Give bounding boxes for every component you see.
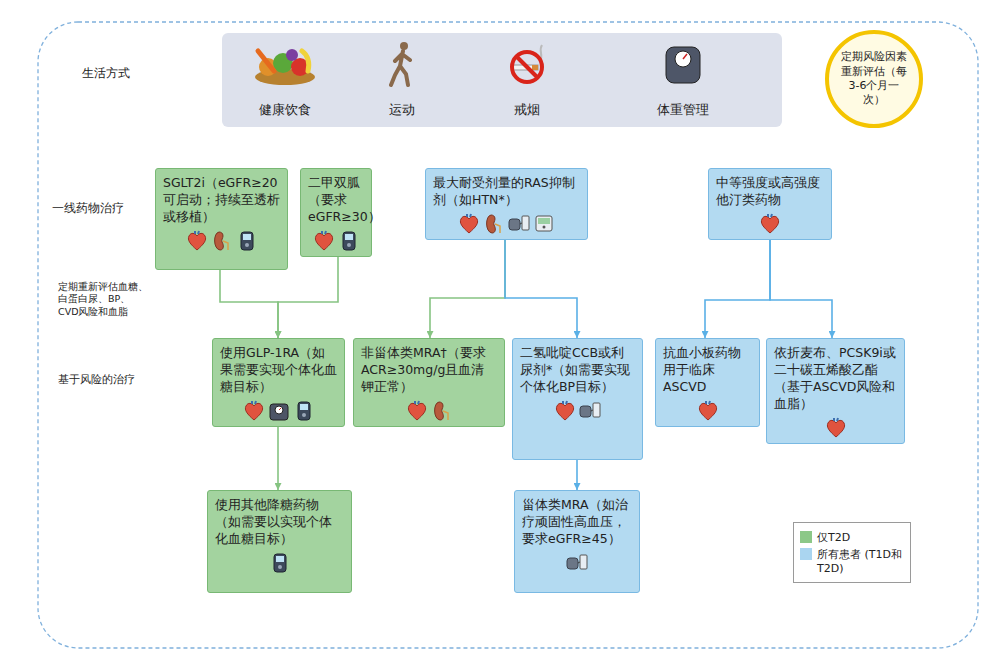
treatment-box: 二氢吡啶CCB或利尿剂*（如需要实现个体化BP目标） <box>512 338 643 460</box>
icon-row <box>220 400 337 422</box>
legend-text: 仅T2D <box>817 530 850 545</box>
icon-row <box>308 230 364 252</box>
reassessment-circle: 定期风险因素重新评估（每3-6个月一次） <box>825 30 923 128</box>
treatment-text: 抗血小板药物用于临床ASCVD <box>663 345 752 396</box>
treatment-text: 最大耐受剂量的RAS抑制剂（如HTN*） <box>433 175 580 209</box>
heart-icon <box>825 417 847 439</box>
flow-connector <box>705 240 770 338</box>
treatment-text: 甾体类MRA（如治疗顽固性高血压，要求eGFR≥45） <box>522 497 632 548</box>
heart-icon <box>186 230 208 252</box>
treatment-box: 使用其他降糖药物（如需要以实现个体化血糖目标） <box>207 490 352 593</box>
cuff-icon <box>508 213 530 235</box>
cuff-icon <box>566 552 588 574</box>
icon-row <box>663 400 752 422</box>
heart-icon <box>313 230 335 252</box>
lifestyle-item: 戒烟 <box>514 101 540 119</box>
heart-icon <box>554 400 576 422</box>
weight-scale-icon <box>662 41 704 87</box>
legend-row: 所有患者 (T1D和T2D) <box>800 547 904 575</box>
row-label: 生活方式 <box>82 66 162 82</box>
kidney-icon <box>211 230 233 252</box>
treatment-text: 非甾体类MRA†（要求ACR≥30mg/g且血清钾正常） <box>361 345 497 396</box>
reassessment-text: 定期风险因素重新评估（每3-6个月一次） <box>839 50 909 107</box>
treatment-box: 最大耐受剂量的RAS抑制剂（如HTN*） <box>425 168 588 240</box>
heart-icon <box>697 400 719 422</box>
treatment-box: 非甾体类MRA†（要求ACR≥30mg/g且血清钾正常） <box>353 338 505 427</box>
flow-connector <box>770 240 832 338</box>
flow-connector <box>277 427 279 490</box>
scale-icon <box>268 400 290 422</box>
treatment-box: 使用GLP-1RA（如果需要实现个体化血糖目标） <box>212 338 345 427</box>
heart-icon <box>759 213 781 235</box>
lifestyle-icon <box>643 41 723 91</box>
treatment-text: SGLT2i（eGFR≥20可启动；持续至透析或移植） <box>163 175 280 226</box>
outer-dashed-frame <box>38 22 978 648</box>
heart-icon <box>406 400 428 422</box>
lifestyle-item: 体重管理 <box>657 101 709 119</box>
treatment-box: 甾体类MRA（如治疗顽固性高血压，要求eGFR≥45） <box>514 490 640 593</box>
row-label: 定期重新评估血糖、白蛋白尿、BP、CVD风险和血脂 <box>58 281 150 318</box>
meter-icon <box>293 400 315 422</box>
flow-connector <box>220 270 278 338</box>
treatment-box: 依折麦布、PCSK9i或二十碳五烯酸乙酯（基于ASCVD风险和血脂） <box>766 338 905 444</box>
lifestyle-panel: 健康饮食 运动 戒烟 体重管理 <box>222 33 782 127</box>
icon-row <box>774 417 897 439</box>
treatment-text: 中等强度或高强度他汀类药物 <box>716 175 824 209</box>
lifestyle-icon <box>487 41 567 91</box>
icon-row <box>433 213 580 235</box>
icon-row <box>522 552 632 574</box>
lifestyle-item: 运动 <box>389 101 415 119</box>
flow-connector <box>576 460 578 490</box>
row-label: 基于风险的治疗 <box>58 373 158 387</box>
treatment-box: SGLT2i（eGFR≥20可启动；持续至透析或移植） <box>155 168 288 270</box>
legend-swatch <box>800 531 812 543</box>
icon-row <box>361 400 497 422</box>
legend-row: 仅T2D <box>800 530 904 545</box>
treatment-text: 二甲双胍（要求eGFR≥30） <box>308 175 364 226</box>
healthy-food-icon <box>250 41 320 87</box>
icon-row <box>163 230 280 252</box>
treatment-text: 二氢吡啶CCB或利尿剂*（如需要实现个体化BP目标） <box>520 345 635 396</box>
lifestyle-icon <box>245 41 325 91</box>
heart-icon <box>243 400 265 422</box>
kidney-icon <box>431 400 453 422</box>
icon-row <box>215 552 344 574</box>
lifestyle-icon <box>362 41 442 91</box>
heart-icon <box>458 213 480 235</box>
monitor-icon <box>533 213 555 235</box>
flow-connector <box>505 240 577 338</box>
legend: 仅T2D 所有患者 (T1D和T2D) <box>793 522 911 583</box>
treatment-text: 使用其他降糖药物（如需要以实现个体化血糖目标） <box>215 497 344 548</box>
meter-icon <box>236 230 258 252</box>
meter-icon <box>269 552 291 574</box>
treatment-box: 中等强度或高强度他汀类药物 <box>708 168 832 240</box>
treatment-box: 抗血小板药物用于临床ASCVD <box>655 338 760 427</box>
treatment-text: 使用GLP-1RA（如果需要实现个体化血糖目标） <box>220 345 337 396</box>
meter-icon <box>338 230 360 252</box>
treatment-box: 二甲双胍（要求eGFR≥30） <box>300 168 372 257</box>
legend-swatch <box>800 548 812 560</box>
row-label: 一线药物治疗 <box>52 201 152 217</box>
treatment-text: 依折麦布、PCSK9i或二十碳五烯酸乙酯（基于ASCVD风险和血脂） <box>774 345 897 413</box>
kidney-icon <box>483 213 505 235</box>
legend-text: 所有患者 (T1D和T2D) <box>817 547 904 575</box>
icon-row <box>520 400 635 422</box>
lifestyle-item: 健康饮食 <box>259 101 311 119</box>
icon-row <box>716 213 824 235</box>
runner-icon <box>387 41 417 87</box>
flow-connector <box>430 240 505 338</box>
no-smoking-icon <box>504 41 550 87</box>
cuff-icon <box>579 400 601 422</box>
